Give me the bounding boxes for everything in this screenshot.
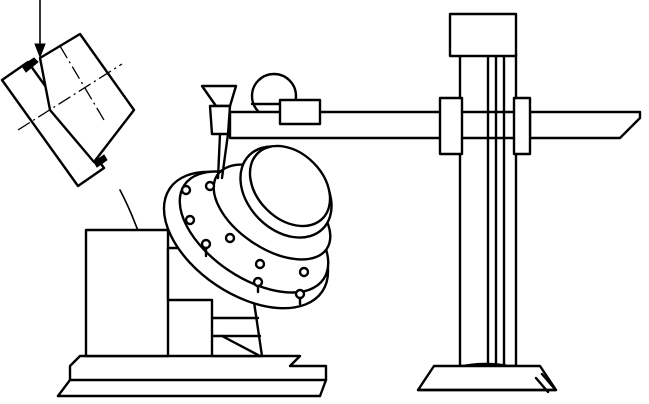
manipulator-column — [458, 52, 518, 368]
column-base — [416, 362, 558, 394]
feed-direction-arrow — [34, 0, 46, 59]
column-top-box — [448, 12, 518, 58]
manipulator-boom — [228, 98, 642, 140]
workpiece-flange — [162, 144, 333, 310]
welding-gun — [200, 84, 238, 180]
positioner-base — [56, 228, 328, 398]
welding-torch-head — [0, 32, 136, 188]
manipulator-carriage — [438, 96, 532, 156]
